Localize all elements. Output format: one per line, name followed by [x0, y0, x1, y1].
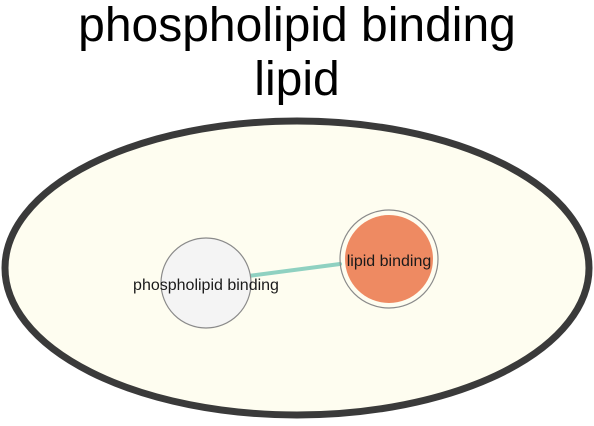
node-label: lipid binding [347, 253, 432, 270]
title-line-1: phospholipid binding [78, 0, 516, 52]
node-phospholipid-binding[interactable]: phospholipid binding [133, 237, 279, 329]
edge-phospholipid-to-lipid-binding [246, 262, 342, 278]
node-circle [345, 215, 433, 303]
title-line-2: lipid [254, 53, 340, 106]
node-lipid-binding[interactable]: lipid binding [339, 209, 439, 309]
node-label: phospholipid binding [133, 277, 279, 294]
node-circle [160, 237, 252, 329]
diagram-title: phospholipid binding lipid [0, 0, 594, 108]
node-selection-ring [339, 209, 439, 309]
